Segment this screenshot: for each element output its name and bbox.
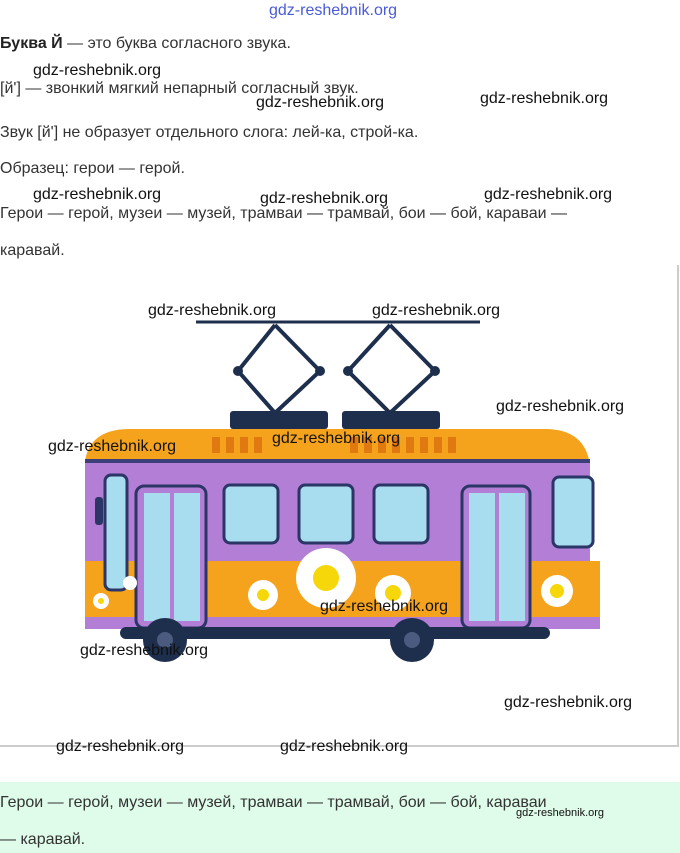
watermark: gdz-reshebnik.org <box>280 738 409 755</box>
flowers <box>93 548 573 611</box>
watermark: gdz-reshebnik.org <box>33 62 162 79</box>
sound-description: [й'] — звонкий мягкий непарный согласный… <box>0 80 359 97</box>
watermark: gdz-reshebnik.org <box>260 190 389 207</box>
watermark: gdz-reshebnik.org <box>256 94 385 111</box>
tram-illustration <box>85 320 600 662</box>
watermark: gdz-reshebnik.org <box>56 738 185 755</box>
syllable-note: Звук [й'] не образует отдельного слога: … <box>0 124 419 141</box>
watermark-header[interactable]: gdz-reshebnik.org <box>269 2 398 19</box>
exercise-line-1: Герои — герой, музеи — музей, трамваи — … <box>0 205 568 222</box>
watermark: gdz-reshebnik.org <box>372 302 501 319</box>
watermark: gdz-reshebnik.org <box>148 302 277 319</box>
watermark: gdz-reshebnik.org <box>504 694 633 711</box>
watermark: gdz-reshebnik.org <box>320 598 449 615</box>
exercise-line-2: каравай. <box>0 242 65 259</box>
watermark: gdz-reshebnik.org <box>480 90 609 107</box>
watermark: gdz-reshebnik.org <box>48 438 177 455</box>
watermark: gdz-reshebnik.org <box>80 642 209 659</box>
watermark: gdz-reshebnik.org <box>33 186 162 203</box>
illustration-frame <box>0 265 679 747</box>
answer-line-1: Герои — герой, музеи — музей, трамваи — … <box>0 794 547 811</box>
watermark: gdz-reshebnik.org <box>516 807 605 819</box>
pantographs <box>196 320 480 429</box>
watermark: gdz-reshebnik.org <box>484 186 613 203</box>
answer-line-2: — каравай. <box>0 831 86 848</box>
rule-text: Буква Й — это буква согласного звука. <box>0 35 291 53</box>
watermark: gdz-reshebnik.org <box>272 430 401 447</box>
rule-rest: — это буква согласного звука. <box>62 35 291 52</box>
example-text: Образец: герои — герой. <box>0 160 185 177</box>
rule-bold: Буква Й <box>0 35 63 52</box>
watermark: gdz-reshebnik.org <box>496 398 625 415</box>
answer-box: Герои — герой, музеи — музей, трамваи — … <box>0 782 680 853</box>
